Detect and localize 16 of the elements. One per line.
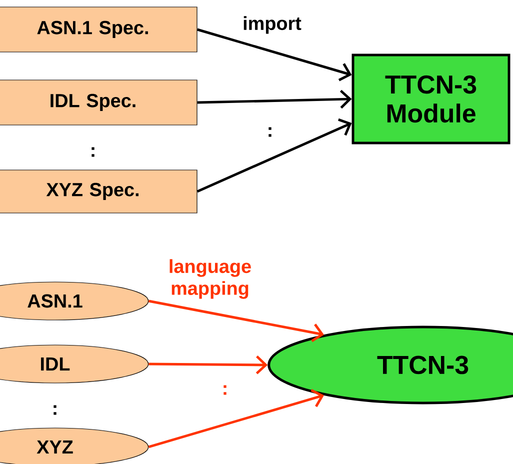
arrow bbox=[197, 90, 352, 109]
spec-box: XYZ Spec. bbox=[0, 170, 198, 214]
edge-label: language mapping bbox=[170, 259, 251, 299]
ellipsis-mark: : bbox=[92, 147, 94, 157]
edge-label: import bbox=[244, 16, 302, 34]
arrow bbox=[196, 118, 352, 193]
arrow bbox=[148, 389, 324, 448]
ellipsis-mark: : bbox=[54, 405, 56, 415]
arrow bbox=[148, 300, 324, 342]
module-box: TTCN-3 Module bbox=[352, 54, 510, 144]
spec-box: IDL Spec. bbox=[0, 80, 198, 126]
arrow bbox=[196, 28, 352, 82]
ellipsis-mark: : bbox=[268, 127, 272, 137]
arrow bbox=[148, 356, 268, 374]
spec-box: ASN.1 Spec. bbox=[0, 6, 198, 52]
ellipsis-mark: : bbox=[224, 385, 226, 395]
